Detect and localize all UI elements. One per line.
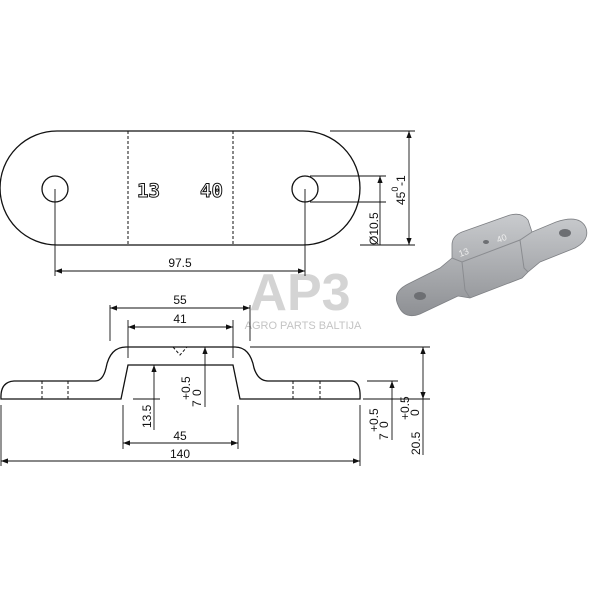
marking-left: 13	[137, 180, 160, 202]
dim-plate-tol: +0.5	[179, 376, 193, 400]
watermark-logo: AP3	[249, 264, 350, 322]
bracket-profile	[0, 346, 361, 400]
dim-hole-spacing: 97.5	[168, 256, 192, 270]
dim-width: 450	[390, 187, 408, 205]
dim-inner-height: 13.5	[140, 404, 154, 428]
dim-flange-thickness: 7	[377, 433, 391, 440]
dim-inner-top: 41	[173, 312, 187, 326]
render-marking-left: 13	[457, 246, 470, 259]
top-view: 13 40 97.5 Ø10.5 450 -1	[0, 130, 415, 276]
dim-total-height: 20.5	[409, 431, 423, 455]
dim-flange-tol: +0.5	[367, 408, 381, 432]
dim-plate-thickness: 7	[190, 400, 204, 407]
marking-right: 40	[200, 180, 223, 202]
dim-total-height-tol-lower: 0	[408, 409, 422, 416]
dim-flange-tol-lower: 0	[377, 421, 391, 428]
watermark-subtitle: AGRO PARTS BALTIJA	[245, 320, 362, 332]
dim-total-length: 140	[170, 447, 190, 461]
plate-outline	[0, 130, 361, 246]
render-marking-right: 40	[495, 232, 508, 245]
dim-hole-diameter: Ø10.5	[367, 212, 381, 245]
watermark: AP3 AGRO PARTS BALTIJA	[245, 264, 362, 332]
dim-plate-tol-lower: 0	[190, 389, 204, 396]
dim-bridge-base: 45	[173, 429, 187, 443]
side-view: 55 41 45 140 13.5 7 +0.5 0 7 +0.5 0 20.5…	[0, 293, 430, 466]
dim-total-height-tol: +0.5	[398, 396, 412, 420]
dim-outer-top: 55	[173, 293, 187, 307]
dim-width-tol: -1	[394, 175, 408, 186]
bracket-3d-render: 13 40	[395, 213, 588, 317]
